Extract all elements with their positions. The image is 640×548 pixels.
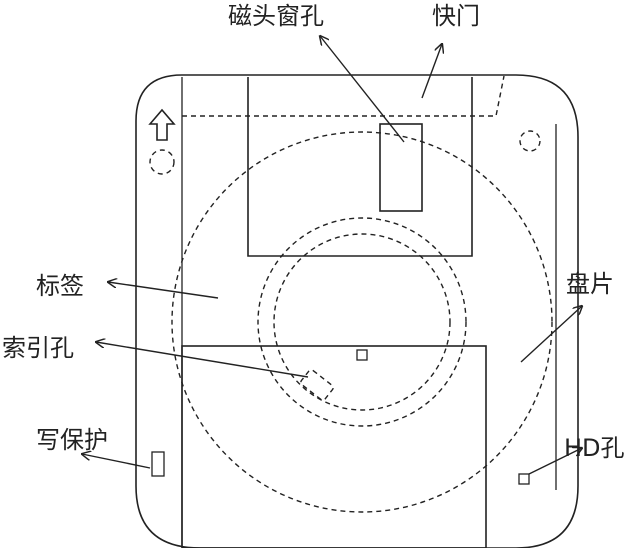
center-square: [356, 349, 368, 361]
write-protect-arrow: [82, 454, 151, 469]
shutter-label: 快门: [432, 2, 480, 30]
disk-outer-circle: [171, 131, 553, 513]
label-arrow: [108, 282, 219, 299]
write-protect-label: 写保护: [36, 426, 108, 454]
head-window-label: 磁头窗孔: [228, 2, 324, 30]
write-protect-slot: [151, 451, 165, 477]
hub-circle-outer: [257, 217, 467, 427]
index-hole-label: 索引孔: [2, 334, 74, 362]
disk-label: 盘片: [566, 270, 614, 298]
index-hole-arrow: [96, 342, 309, 378]
right-small-circle: [519, 130, 541, 152]
head-window-arrow: [320, 36, 405, 143]
shutter-plate: [247, 77, 473, 257]
disk-arrow: [520, 306, 582, 363]
hd-hole-label: HD孔: [564, 434, 625, 462]
left-small-circle: [149, 149, 175, 175]
label-area: [181, 345, 487, 548]
insert-arrow-icon: [148, 108, 176, 141]
hd-hole-square: [518, 473, 530, 485]
hd-hole-arrow: [528, 448, 582, 475]
label-label: 标签: [36, 272, 84, 300]
hub-circle-inner: [273, 233, 451, 411]
index-hole-slot: [300, 369, 334, 401]
shutter-arrow: [421, 44, 442, 99]
head-window-slot: [379, 123, 423, 212]
disk-body-outline: [135, 74, 579, 548]
shutter-guide-dashed: [182, 75, 505, 117]
